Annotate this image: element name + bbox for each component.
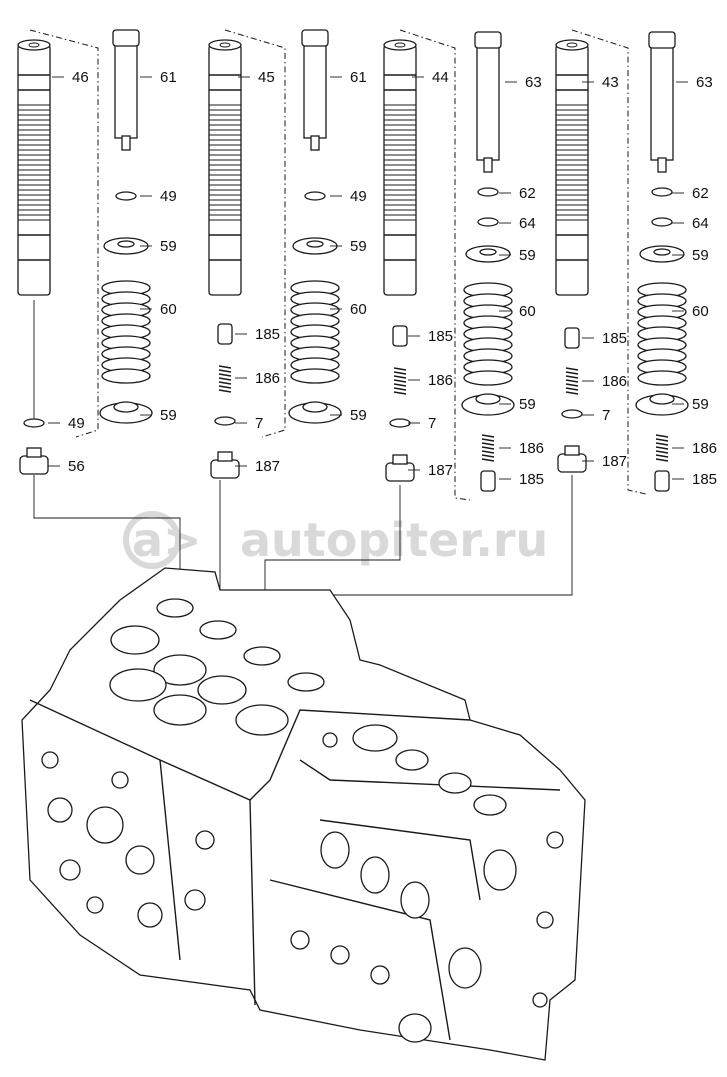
part-label-c7-4: 187 <box>602 453 627 470</box>
spring-186 <box>565 367 579 395</box>
ring-62 <box>477 187 499 197</box>
part-label-c6-2: 64 <box>519 215 536 232</box>
sleeve-185 <box>480 470 496 492</box>
part-label-c4-0: 61 <box>350 69 367 86</box>
part-label-c5-3: 7 <box>428 415 436 432</box>
sleeve-185 <box>654 470 670 492</box>
rod-63 <box>474 31 502 173</box>
rod-63 <box>648 31 676 173</box>
part-label-c6-0: 63 <box>525 74 542 91</box>
part-label-c6-5: 59 <box>519 396 536 413</box>
exploded-parts <box>17 29 689 492</box>
seat-59 <box>99 401 153 424</box>
spring-186 <box>481 434 495 462</box>
part-label-c6-3: 59 <box>519 247 536 264</box>
seat-59 <box>635 393 689 416</box>
o-ring-7 <box>214 416 236 426</box>
part-label-c8-0: 63 <box>696 74 713 91</box>
part-label-c5-0: 44 <box>432 69 449 86</box>
spool-43 <box>555 39 589 296</box>
part-label-c1-0: 46 <box>72 69 89 86</box>
ring-64 <box>651 217 673 227</box>
part-label-c4-3: 60 <box>350 301 367 318</box>
part-label-c2-4: 59 <box>160 407 177 424</box>
spring-186 <box>655 434 669 462</box>
part-label-c7-0: 43 <box>602 74 619 91</box>
plug-187 <box>557 445 587 473</box>
part-label-c8-1: 62 <box>692 185 709 202</box>
seat-59 <box>639 245 685 263</box>
part-label-c5-1: 185 <box>428 328 453 345</box>
spring-60 <box>463 282 513 386</box>
seat-59 <box>465 245 511 263</box>
part-label-c2-1: 49 <box>160 188 177 205</box>
watermark-logo: a> <box>132 513 202 567</box>
seat-59 <box>288 401 342 424</box>
plug-56 <box>19 447 49 475</box>
part-label-c3-3: 7 <box>255 415 263 432</box>
part-label-c8-4: 60 <box>692 303 709 320</box>
part-label-c1-2: 56 <box>68 458 85 475</box>
part-label-c4-2: 59 <box>350 238 367 255</box>
part-label-c3-0: 45 <box>258 69 275 86</box>
part-label-c7-1: 185 <box>602 330 627 347</box>
spring-186 <box>393 367 407 395</box>
spring-60 <box>290 280 340 384</box>
watermark-text: autopiter.ru <box>240 513 548 567</box>
part-label-c8-5: 59 <box>692 396 709 413</box>
ring-62 <box>651 187 673 197</box>
spool-44 <box>383 39 417 296</box>
ring-64 <box>477 217 499 227</box>
spring-60 <box>101 280 151 384</box>
part-label-c5-4: 187 <box>428 462 453 479</box>
seat-59 <box>461 393 515 416</box>
rod-61 <box>301 29 329 151</box>
o-ring-49 <box>115 191 137 201</box>
part-label-c1-1: 49 <box>68 415 85 432</box>
part-label-c2-2: 59 <box>160 238 177 255</box>
part-label-c6-4: 60 <box>519 303 536 320</box>
part-label-c3-4: 187 <box>255 458 280 475</box>
part-label-c7-2: 186 <box>602 373 627 390</box>
watermark: a> autopiter.ru <box>123 511 548 569</box>
plug-187 <box>210 451 240 479</box>
spool-46 <box>17 39 51 296</box>
part-label-c6-1: 62 <box>519 185 536 202</box>
spring-186 <box>218 365 232 393</box>
part-label-c8-7: 185 <box>692 471 717 488</box>
part-label-c4-1: 49 <box>350 188 367 205</box>
part-label-c7-3: 7 <box>602 407 610 424</box>
o-ring-7 <box>389 418 411 428</box>
spring-60 <box>637 282 687 386</box>
sleeve-185 <box>217 323 233 345</box>
o-ring-49 <box>23 418 45 428</box>
part-label-c4-4: 59 <box>350 407 367 424</box>
part-labels: 46 49 56 61 49 59 60 59 45 185 186 7 187 61 49 59 60 59 44… <box>48 69 717 488</box>
part-label-c2-3: 60 <box>160 301 177 318</box>
part-label-c8-3: 59 <box>692 247 709 264</box>
part-label-c8-2: 64 <box>692 215 709 232</box>
sleeve-185 <box>564 327 580 349</box>
part-label-c3-2: 186 <box>255 370 280 387</box>
valve-body <box>21 567 586 1061</box>
part-label-c5-2: 186 <box>428 372 453 389</box>
rod-61 <box>112 29 140 151</box>
part-label-c3-1: 185 <box>255 326 280 343</box>
plug-187 <box>385 454 415 482</box>
part-label-c6-7: 185 <box>519 471 544 488</box>
part-label-c6-6: 186 <box>519 440 544 457</box>
o-ring-7 <box>561 409 583 419</box>
seat-59 <box>103 237 149 255</box>
part-label-c8-6: 186 <box>692 440 717 457</box>
part-label-c2-0: 61 <box>160 69 177 86</box>
o-ring-49 <box>304 191 326 201</box>
spool-45 <box>208 39 242 296</box>
sleeve-185 <box>392 325 408 347</box>
